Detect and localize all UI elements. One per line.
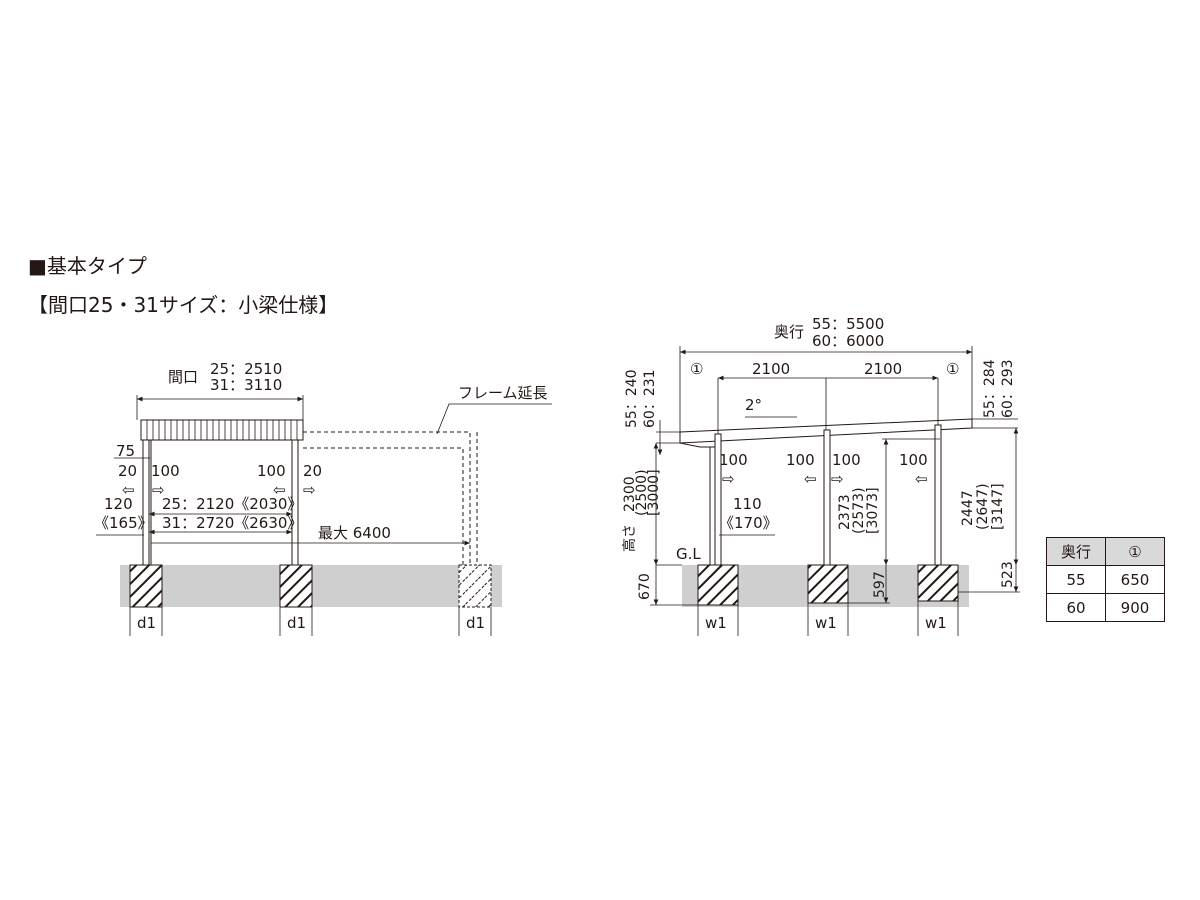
section-subtitle: 【間口25・31サイズ：小梁仕様】 [28, 293, 339, 317]
w1-mid: w1 [815, 614, 837, 632]
frame-ext-label: フレーム延長 [458, 384, 548, 402]
inner-width-31: 31：2720《2630》 [162, 514, 302, 532]
max-length: 最大 6400 [318, 524, 391, 542]
footing-front-ext [458, 564, 492, 608]
post-offset-d: 100 [899, 451, 928, 469]
front-width-label: 間口 [168, 368, 198, 386]
table-cell: 900 [1105, 593, 1165, 622]
arrow-side-a: ⇨ [722, 470, 735, 488]
table-cell: 650 [1105, 565, 1165, 594]
footing-front-left [129, 564, 163, 608]
slope-angle: 2° [745, 396, 762, 414]
height-2500: (2500) [634, 469, 650, 516]
footing-front-mid [279, 564, 313, 608]
footing-depth-table: 奥行 ① 55 650 60 900 [1046, 537, 1165, 622]
footing-side-left [697, 564, 739, 606]
mid-2573: (2573) [851, 487, 867, 534]
dim-100-right: 100 [257, 462, 286, 480]
marker-right: ① [946, 360, 959, 378]
frame-ext-outline [303, 431, 471, 565]
depth-60: 60：6000 [812, 332, 884, 350]
table-cell: 55 [1046, 565, 1106, 594]
depth-670: 670 [637, 573, 653, 600]
right-3147: [3147] [990, 483, 1006, 530]
table-header-row: 奥行 ① [1046, 537, 1165, 566]
w1-right: w1 [925, 614, 947, 632]
front-view: 間口 25：2510 31：3110 フレーム延長 75 20 100 ⇦ ⇨ … [94, 360, 552, 636]
post-offset-c: 100 [832, 451, 861, 469]
dim-120: 120 [104, 495, 133, 513]
post-side-mid [823, 429, 831, 566]
dim-20-left: 20 [118, 462, 137, 480]
dim-165: 《165》 [94, 514, 153, 532]
post-offset-b: 100 [786, 451, 815, 469]
side-view: 奥行 55：5500 60：6000 ① ① 2100 2100 2° 55：2… [621, 315, 1020, 636]
front-width-31: 31：3110 [210, 376, 282, 394]
post-front-left [142, 439, 150, 566]
table-header-cell: ① [1105, 537, 1165, 566]
dim-110: 110 [733, 495, 762, 513]
arrow-right-a: ⇨ [152, 481, 165, 499]
right-2647: (2647) [975, 483, 991, 530]
table-row: 60 900 [1046, 593, 1165, 622]
table-cell: 60 [1046, 593, 1106, 622]
height-3000: [3000] [646, 469, 662, 516]
table-row: 55 650 [1046, 565, 1165, 594]
w1-left: w1 [705, 614, 727, 632]
arrow-right-b: ⇨ [303, 481, 316, 499]
span-1: 2100 [752, 360, 790, 378]
height-2300: 2300 [622, 476, 638, 512]
d1-ext: d1 [466, 614, 485, 632]
arrow-left-b: ⇦ [273, 481, 286, 499]
span-2: 2100 [864, 360, 902, 378]
post-side-right [934, 424, 942, 566]
mid-2373: 2373 [837, 494, 853, 530]
left-top-60: 60：231 [642, 369, 658, 428]
section-title: ■基本タイプ [28, 254, 147, 278]
dim-75: 75 [116, 442, 135, 460]
post-offset-a: 100 [719, 451, 748, 469]
mid-3073: [3073] [865, 487, 881, 534]
ground-level: G.L [676, 545, 701, 563]
right-top-55: 55：284 [982, 359, 998, 418]
right-top-60: 60：293 [1000, 359, 1016, 418]
post-front-mid [291, 439, 299, 566]
depth-597: 597 [872, 571, 888, 598]
depth-523: 523 [1000, 561, 1016, 588]
arrow-side-b: ⇦ [804, 470, 817, 488]
left-top-55: 55：240 [624, 369, 640, 428]
arrow-left-a: ⇦ [122, 481, 135, 499]
footing-side-mid [807, 564, 849, 604]
d1-left: d1 [137, 614, 156, 632]
right-2447: 2447 [960, 490, 976, 526]
height-label: 高さ [621, 524, 638, 552]
front-width-25: 25：2510 [210, 360, 282, 378]
arrow-side-d: ⇦ [915, 470, 928, 488]
depth-55: 55：5500 [812, 315, 884, 333]
roof-front [140, 419, 304, 441]
inner-width-25: 25：2120《2030》 [162, 495, 302, 513]
dim-100-left: 100 [151, 462, 180, 480]
depth-label: 奥行 [774, 323, 804, 341]
dim-170: 《170》 [719, 514, 778, 532]
marker-left: ① [690, 360, 703, 378]
roof-ribs [146, 420, 298, 440]
table-header-cell: 奥行 [1046, 537, 1106, 566]
arrow-side-c: ⇨ [831, 470, 844, 488]
dim-20-right: 20 [303, 462, 322, 480]
footing-side-right [917, 564, 959, 602]
d1-mid: d1 [287, 614, 306, 632]
